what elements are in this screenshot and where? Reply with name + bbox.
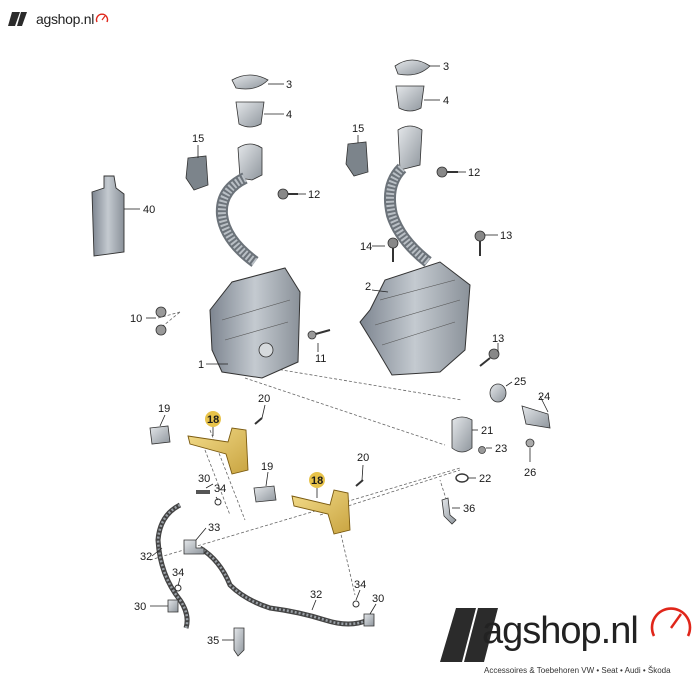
hose-32-long — [198, 545, 370, 627]
callout-15-left: 15 — [192, 133, 204, 145]
bracket-right — [345, 141, 369, 177]
callout-23: 23 — [495, 443, 507, 455]
seal-22 — [455, 473, 469, 483]
logo-mark-icon — [8, 12, 27, 26]
bolt-14 — [387, 237, 399, 262]
callout-21: 21 — [481, 425, 493, 437]
filler-neck-left — [237, 143, 263, 181]
header-logo[interactable]: agshop.nl — [8, 8, 109, 30]
callout-35: 35 — [207, 635, 219, 647]
seal-26 — [525, 438, 535, 448]
footer-tagline: Accessoires & Toebehoren VW • Seat • Aud… — [484, 666, 671, 675]
connector-30-right — [363, 613, 375, 627]
callout-24: 24 — [538, 391, 550, 403]
callout-10: 10 — [130, 313, 142, 325]
logo-mark-large-icon — [440, 608, 498, 662]
callout-20-right: 20 — [357, 452, 369, 464]
check-valve-35 — [233, 627, 245, 657]
callout-30-left: 30 — [134, 601, 146, 613]
callout-34-left: 34 — [172, 567, 184, 579]
bolt-13-bottom — [479, 348, 500, 367]
callout-1: 1 — [198, 359, 204, 371]
filler-cap-right — [394, 59, 431, 76]
level-sensor-24 — [521, 405, 551, 429]
callout-19-right: 19 — [261, 461, 273, 473]
washer-jet-18-right — [291, 489, 351, 535]
assembly-guide-lines — [149, 311, 463, 596]
callout-33: 33 — [208, 522, 220, 534]
reservoir-tank-left — [209, 267, 301, 379]
washer-pump-21 — [451, 416, 473, 453]
callout-4-left: 4 — [286, 109, 292, 121]
washer-reservoir-left — [91, 74, 331, 379]
callout-32-right: 32 — [310, 589, 322, 601]
callout-32-left: 32 — [140, 551, 152, 563]
washer-jet-18-left — [187, 427, 249, 475]
filler-hose-right — [384, 163, 432, 267]
callout-18-right: 18 — [311, 475, 323, 487]
clip-23 — [478, 446, 486, 454]
pad-19-left — [149, 425, 171, 445]
grommet-25 — [489, 383, 507, 403]
callout-40: 40 — [143, 204, 155, 216]
connector-30-left — [167, 599, 179, 613]
callout-13-bottom: 13 — [492, 333, 504, 345]
callout-4-right: 4 — [443, 95, 449, 107]
callout-34-right: 34 — [354, 579, 366, 591]
pad-19-right — [253, 485, 277, 503]
connector-36 — [441, 497, 457, 525]
reservoir-tank-right — [359, 261, 471, 376]
washer-reservoir-right — [345, 59, 551, 525]
callout-3-left: 3 — [286, 79, 292, 91]
callout-30-top: 30 — [198, 473, 210, 485]
callout-20-left: 20 — [258, 393, 270, 405]
fluid-bottle — [91, 175, 125, 257]
callout-34-top: 34 — [214, 483, 226, 495]
footer-logo-text: agshop.nl — [482, 610, 639, 652]
bolt-12-left — [277, 188, 298, 200]
highlight-18-right — [309, 472, 325, 488]
screw-11 — [307, 329, 331, 340]
callout-2: 2 — [365, 281, 371, 293]
callout-14: 14 — [360, 241, 372, 253]
callout-22: 22 — [479, 473, 491, 485]
header-logo-text: agshop.nl — [36, 11, 95, 27]
bolt-13-top — [474, 230, 486, 256]
callout-3-right: 3 — [443, 61, 449, 73]
callout-13-top: 13 — [500, 230, 512, 242]
callout-25: 25 — [514, 376, 526, 388]
highlight-18-left — [205, 411, 221, 427]
speedometer-icon — [95, 13, 109, 23]
callout-19-left: 19 — [158, 403, 170, 415]
pump-port-left — [258, 342, 274, 358]
speedometer-large-icon — [650, 607, 692, 637]
nut-10b — [155, 324, 167, 336]
nut-10a — [155, 306, 167, 318]
filler-neck-right — [397, 125, 423, 171]
strainer-left — [235, 101, 265, 128]
callout-26: 26 — [524, 467, 536, 479]
callout-12-left: 12 — [308, 189, 320, 201]
filler-cap-left — [231, 74, 269, 90]
bracket-left — [185, 155, 209, 191]
footer-logo[interactable]: agshop.nl Accessoires & Toebehoren VW • … — [440, 600, 700, 700]
callout-15-right: 15 — [352, 123, 364, 135]
callout-12-right: 12 — [468, 167, 480, 179]
bolt-12-right — [436, 166, 458, 178]
callout-36: 36 — [463, 503, 475, 515]
washer-jets-and-hoses — [149, 417, 375, 657]
strainer-right — [395, 85, 425, 112]
callout-18-left: 18 — [207, 414, 219, 426]
callout-30-right: 30 — [372, 593, 384, 605]
callout-labels: 3 4 3 4 15 12 15 12 40 14 13 2 10 11 1 1… — [130, 61, 550, 647]
callout-11: 11 — [315, 353, 326, 365]
